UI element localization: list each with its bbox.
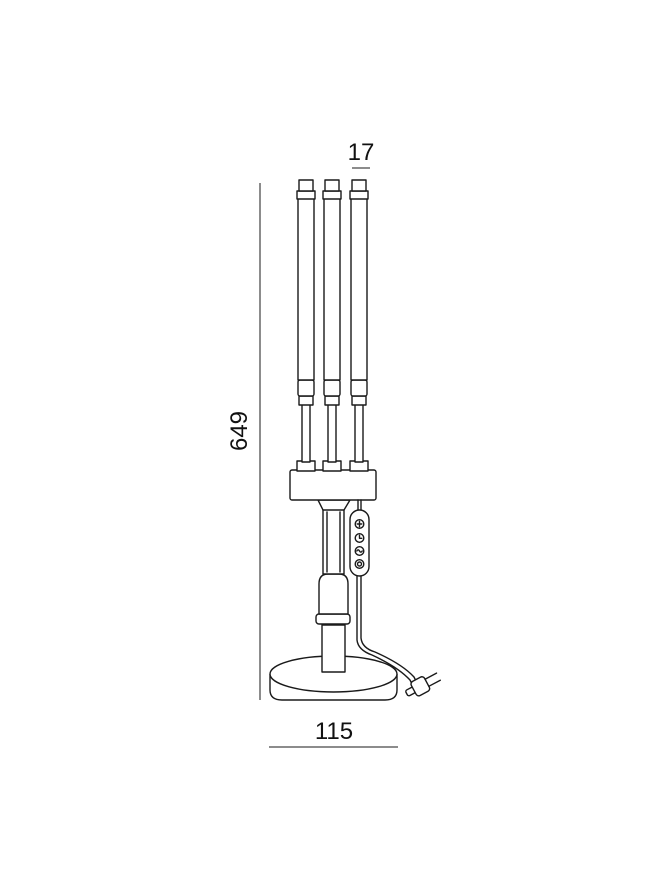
tube-joint [324,395,340,406]
power-cord [356,574,413,685]
tube-joint [351,395,367,406]
stem-sleeve [318,573,349,615]
tube-tip [324,179,340,192]
tube-lower-segment [301,403,311,463]
tube-hub [289,469,377,501]
lower-stem [321,624,346,673]
plug-prong [424,672,438,680]
height-dimension: 649 [226,183,261,700]
tube-joint [350,379,368,397]
tube-joint [298,395,314,406]
lamp [269,179,442,701]
height-label: 649 [226,411,253,451]
tube-cap-ring [296,190,316,200]
plug-prong [428,679,442,688]
power-icon [354,559,365,570]
tube-tip [351,179,367,192]
tube-tip [298,179,314,192]
tube-cap-ring [322,190,342,200]
color-mode-icon [354,546,365,557]
stem-cap [317,499,351,511]
plug-body [410,676,431,697]
tube-joint [323,379,341,397]
stem-collar [315,613,351,625]
tube-lower-segment [354,403,364,463]
tube-lower-segment [327,403,337,463]
dimmer-icon [354,519,365,530]
tube-upper-segment [350,197,368,381]
tube-upper-segment [323,197,341,381]
power-cord-outer [360,574,417,682]
upper-stem [322,507,345,575]
tube-upper-segment [297,197,315,381]
width-dimension: 115 [269,718,398,748]
tube-right [349,179,369,472]
tube-cap-ring [349,190,369,200]
tube-middle [322,179,342,472]
timer-icon [354,533,365,544]
inline-controller [349,509,370,577]
tube-diameter-label: 17 [348,139,375,166]
width-label: 115 [315,718,353,745]
tube-left [296,179,316,472]
power-plug [405,672,442,697]
tube-diameter-dimension: 17 [348,139,375,169]
tube-joint [297,379,315,397]
